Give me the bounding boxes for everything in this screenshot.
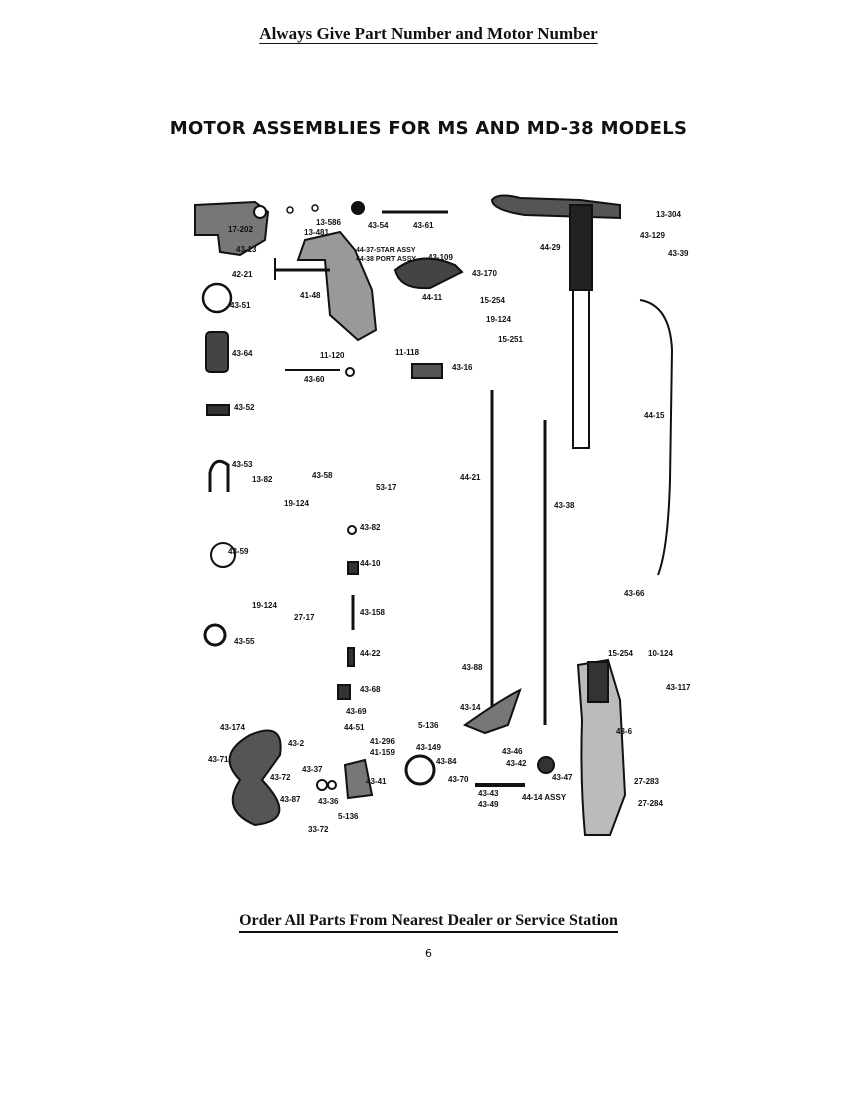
part-label: 43-158 bbox=[360, 608, 385, 617]
part-label: 5-136 bbox=[338, 812, 359, 821]
part-label: 33-72 bbox=[308, 825, 329, 834]
part-label: 15-254 bbox=[608, 649, 633, 658]
part-label: 13-481 bbox=[304, 228, 329, 237]
part-label: 43-38 bbox=[554, 501, 575, 510]
part-label: 43-55 bbox=[234, 637, 255, 646]
part-label: 43-60 bbox=[304, 375, 325, 384]
top-banner: Always Give Part Number and Motor Number bbox=[0, 24, 857, 44]
part-label: 44-22 bbox=[360, 649, 381, 658]
part-label: 43-84 bbox=[436, 757, 457, 766]
part-label: 43-59 bbox=[228, 547, 249, 556]
part-label: 19-124 bbox=[284, 499, 309, 508]
parts-diagram: 17-202 13-586 13-481 43-54 43-61 43-13 4… bbox=[194, 194, 691, 836]
part-label: 43-16 bbox=[452, 363, 473, 372]
part-label: 43-51 bbox=[230, 301, 251, 310]
part-label: 43-52 bbox=[234, 403, 255, 412]
part-label: 44-14 ASSY bbox=[522, 793, 567, 802]
part-label: 43-49 bbox=[478, 800, 499, 809]
part-label: 13-304 bbox=[656, 210, 681, 219]
part-label: 11-120 bbox=[320, 351, 345, 360]
clamp-part bbox=[296, 230, 378, 342]
part-label: 27-283 bbox=[634, 777, 659, 786]
part-label: 27-17 bbox=[294, 613, 315, 622]
page-number: 6 bbox=[425, 947, 432, 960]
part-label: 42-21 bbox=[232, 270, 253, 279]
part-label: 13-82 bbox=[252, 475, 273, 484]
part-label: 43-117 bbox=[666, 683, 691, 692]
part-label: 44-51 bbox=[344, 723, 365, 732]
part-label: 41-159 bbox=[370, 748, 395, 757]
part-label: 5-136 bbox=[418, 721, 439, 730]
part-label: 43-43 bbox=[478, 789, 499, 798]
propeller bbox=[228, 729, 282, 827]
part-label: 43-13 bbox=[236, 245, 257, 254]
part-label: 43-42 bbox=[506, 759, 527, 768]
part-label: 17-202 bbox=[228, 225, 253, 234]
part-label: 44-37-STAR ASSY bbox=[356, 247, 416, 254]
part-label: 53-17 bbox=[376, 483, 397, 492]
part-label: 10-124 bbox=[648, 649, 673, 658]
part-label: 19-124 bbox=[486, 315, 511, 324]
part-label: 43-88 bbox=[462, 663, 483, 672]
part-label: 43-69 bbox=[346, 707, 367, 716]
part-label: 43-149 bbox=[416, 743, 441, 752]
part-label: 43-54 bbox=[368, 221, 389, 230]
steering-handle bbox=[490, 194, 621, 220]
part-label: 43-39 bbox=[668, 249, 689, 258]
part-label: 43-41 bbox=[366, 777, 387, 786]
part-label: 44-21 bbox=[460, 473, 481, 482]
part-label: 43-14 bbox=[460, 703, 481, 712]
part-label: 43-37 bbox=[302, 765, 323, 774]
part-label: 15-254 bbox=[480, 296, 505, 305]
part-label: 13-586 bbox=[316, 218, 341, 227]
part-label: 43-58 bbox=[312, 471, 333, 480]
part-label: 41-48 bbox=[300, 291, 321, 300]
part-label: 44-29 bbox=[540, 243, 561, 252]
part-label: 44-38 PORT ASSY bbox=[356, 256, 416, 263]
bottom-banner: Order All Parts From Nearest Dealer or S… bbox=[0, 912, 857, 933]
part-label: 43-70 bbox=[448, 775, 469, 784]
part-label: 43-72 bbox=[270, 773, 291, 782]
part-label: 15-251 bbox=[498, 335, 523, 344]
part-label: 43-64 bbox=[232, 349, 253, 358]
lower-unit bbox=[576, 658, 627, 836]
part-label: 43-82 bbox=[360, 523, 381, 532]
part-label: 43-71 bbox=[208, 755, 229, 764]
part-label: 44-11 bbox=[422, 293, 443, 302]
part-label: 43-87 bbox=[280, 795, 301, 804]
part-label: 44-10 bbox=[360, 559, 381, 568]
part-label: 43-61 bbox=[413, 221, 434, 230]
part-label: 19-124 bbox=[252, 601, 277, 610]
part-label: 43-170 bbox=[472, 269, 497, 278]
page-title: MOTOR ASSEMBLIES FOR MS AND MD-38 MODELS bbox=[169, 118, 688, 139]
part-label: 41-296 bbox=[370, 737, 395, 746]
part-label: 43-47 bbox=[552, 773, 573, 782]
part-label: 43-174 bbox=[220, 723, 245, 732]
top-banner-text: Always Give Part Number and Motor Number bbox=[259, 24, 598, 43]
part-label: 43-46 bbox=[502, 747, 523, 756]
bottom-banner-text: Order All Parts From Nearest Dealer or S… bbox=[239, 912, 618, 933]
part-label: 43-53 bbox=[232, 460, 253, 469]
part-label: 43-2 bbox=[288, 739, 305, 748]
part-label: 11-118 bbox=[395, 348, 420, 357]
part-label: 43-68 bbox=[360, 685, 381, 694]
part-label: 44-15 bbox=[644, 411, 665, 420]
part-label: 43-36 bbox=[318, 797, 339, 806]
part-label: 43-129 bbox=[640, 231, 665, 240]
part-label: 27-284 bbox=[638, 799, 663, 808]
part-label: 43-6 bbox=[616, 727, 633, 736]
part-label: 43-109 bbox=[428, 253, 453, 262]
part-label: 43-66 bbox=[624, 589, 645, 598]
